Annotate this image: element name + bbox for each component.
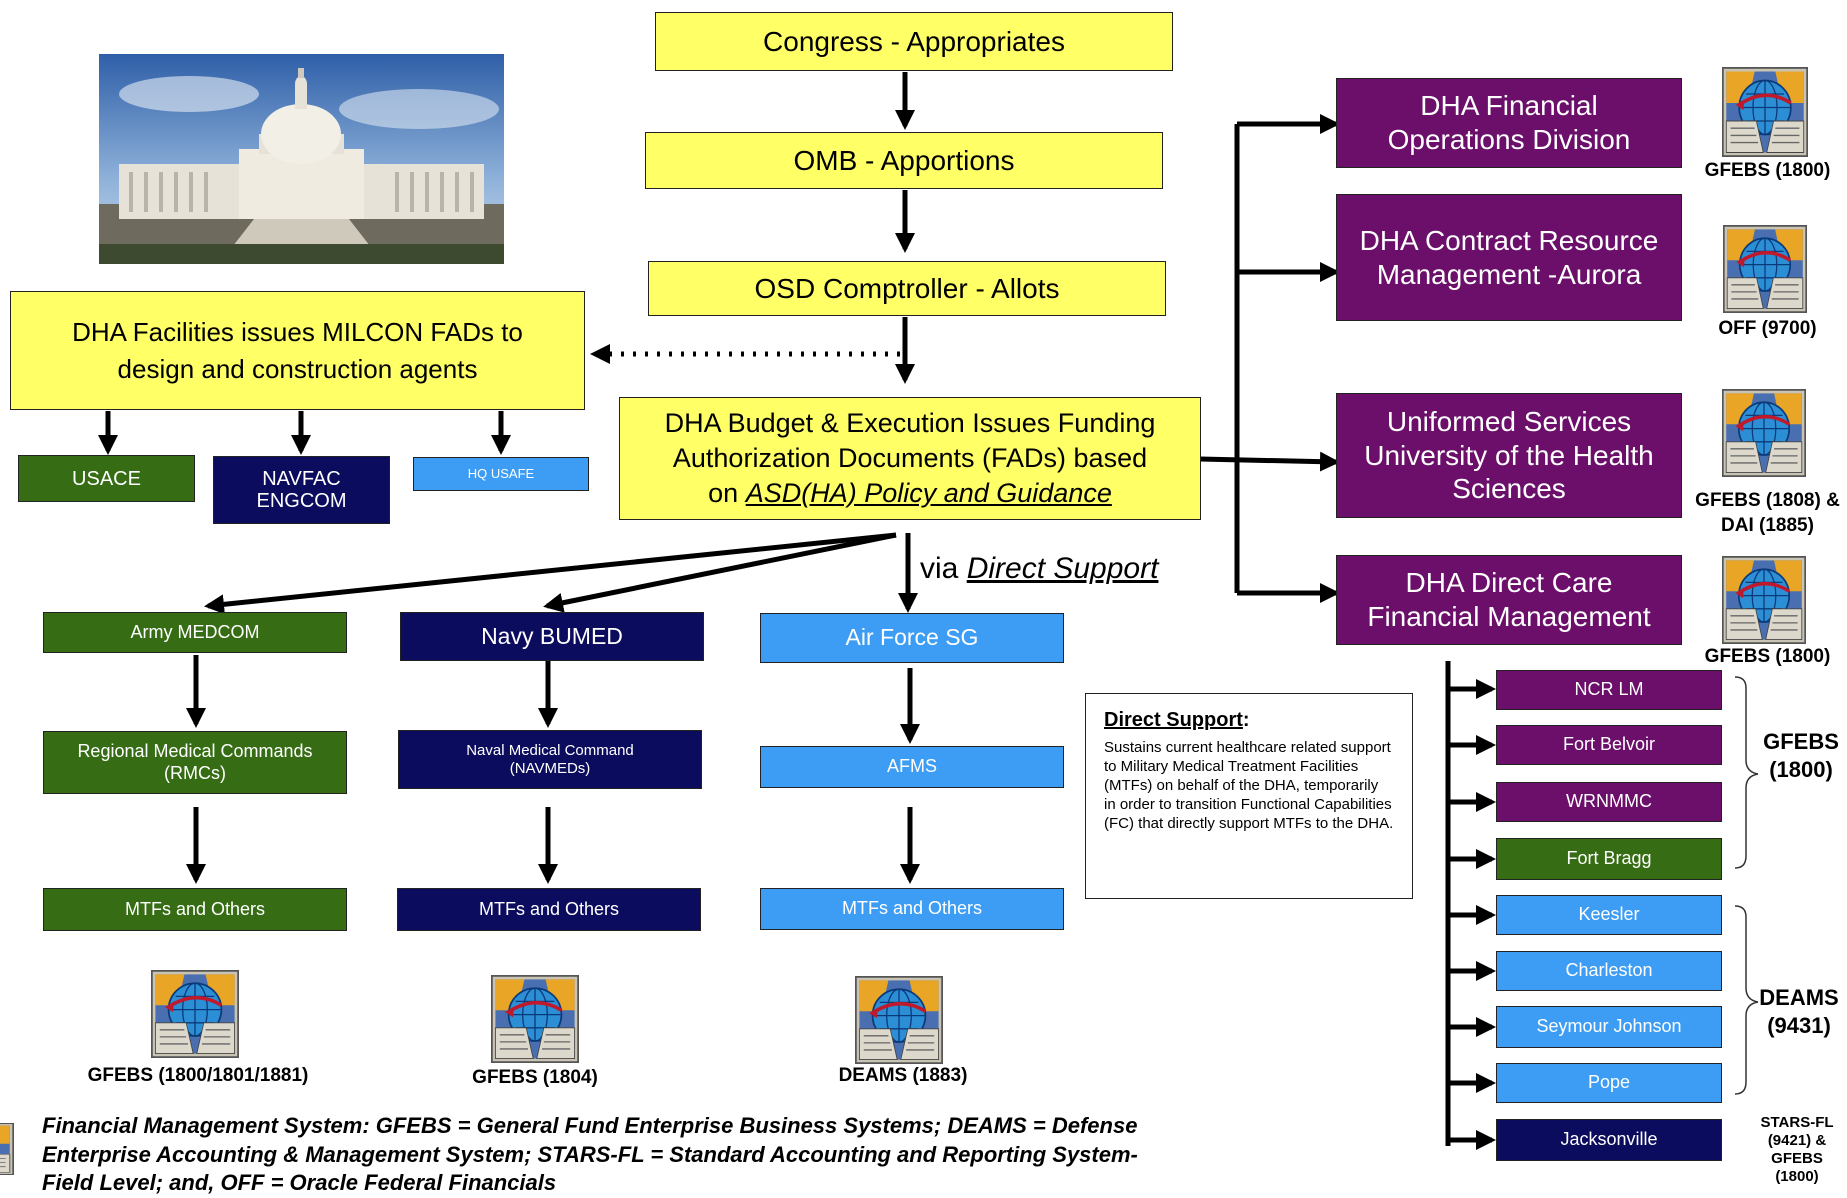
direct-support-title-colon: : — [1242, 709, 1250, 731]
direct-support-box: Direct Support: Sustains current healthc… — [1085, 693, 1413, 899]
dha-contract-resource-box: DHA Contract Resource Management -Aurora — [1336, 194, 1682, 321]
navy-navmed-label: Naval Medical Command (NAVMEDs) — [466, 742, 634, 777]
army-mtfs-box: MTFs and Others — [43, 888, 347, 931]
via-prefix: via — [920, 552, 967, 585]
direct-support-title: Direct Support: — [1104, 708, 1394, 734]
financial-system-logo-icon — [491, 975, 579, 1068]
navy-mtfs-label: MTFs and Others — [478, 898, 620, 919]
navfac-label: NAVFAC ENGCOM — [256, 468, 347, 512]
dha-direct-care-box: DHA Direct Care Financial Management — [1336, 555, 1682, 645]
army-rmc-label: Regional Medical Commands (RMCs) — [77, 740, 313, 783]
site-keesler: Keesler — [1496, 895, 1722, 935]
site-label: NCR LM — [1574, 679, 1644, 700]
site-label: WRNMMC — [1566, 791, 1652, 812]
army-rmc-box: Regional Medical Commands (RMCs) — [43, 731, 347, 794]
financial-system-logo-icon — [1722, 67, 1808, 162]
site-charleston: Charleston — [1496, 951, 1722, 991]
army-mtfs-label: MTFs and Others — [124, 898, 266, 919]
army-medcom-label: Army MEDCOM — [130, 621, 260, 642]
usace-label: USACE — [72, 467, 141, 490]
site-jacksonville: Jacksonville — [1496, 1119, 1722, 1161]
financial-system-logo-icon — [855, 976, 943, 1069]
dha-financial-operations-box: DHA Financial Operations Division — [1336, 78, 1682, 168]
financial-system-logo-icon — [151, 970, 239, 1063]
omb-apportions-box: OMB - Apportions — [645, 132, 1163, 189]
site-fort-belvoir: Fort Belvoir — [1496, 725, 1722, 765]
financial-system-logo-icon — [1723, 225, 1807, 318]
budget-line-3: on ASD(HA) Policy and Guidance — [708, 476, 1112, 511]
navfac-engcom-box: NAVFAC ENGCOM — [213, 456, 390, 524]
congress-appropriates-box: Congress - Appropriates — [655, 12, 1173, 71]
usuhs-system-label: GFEBS (1808) & DAI (1885) — [1695, 490, 1840, 536]
navy-mtfs-box: MTFs and Others — [397, 888, 701, 931]
financial-system-logo-icon — [1722, 389, 1806, 482]
budget-line-2: Authorization Documents (FADs) based — [672, 442, 1148, 473]
dha-contract-system-label: OFF (9700) — [1718, 318, 1817, 339]
army-medcom-box: Army MEDCOM — [43, 612, 347, 653]
navy-bumed-box: Navy BUMED — [400, 612, 704, 661]
asd-ha-policy-link[interactable]: ASD(HA) Policy and Guidance — [745, 478, 1112, 509]
usuhs-label: Uniformed Services University of the Hea… — [1364, 406, 1654, 505]
hq-usafe-box: HQ USAFE — [413, 457, 589, 491]
navy-bumed-label: Navy BUMED — [481, 622, 623, 649]
dha-facilities-box: DHA Facilities issues MILCON FADs to des… — [10, 291, 585, 410]
omb-label: OMB - Apportions — [793, 144, 1015, 176]
afms-box: AFMS — [760, 746, 1064, 788]
dha-budget-execution-box: DHA Budget & Execution Issues Funding Au… — [619, 397, 1201, 520]
site-label: Jacksonville — [1560, 1129, 1658, 1150]
site-ncr-lm: NCR LM — [1496, 670, 1722, 710]
usuhs-box: Uniformed Services University of the Hea… — [1336, 393, 1682, 518]
osd-comptroller-box: OSD Comptroller - Allots — [648, 261, 1166, 316]
site-label: Pope — [1587, 1072, 1631, 1093]
gfebs-group-label: GFEBS (1800) — [1763, 729, 1839, 782]
site-label: Charleston — [1565, 960, 1653, 981]
congress-label: Congress - Appropriates — [763, 25, 1065, 57]
dha-direct-care-system-label: GFEBS (1800) — [1704, 646, 1831, 667]
financial-system-logo-icon — [0, 1123, 14, 1180]
site-pope: Pope — [1496, 1063, 1722, 1103]
air-force-sg-box: Air Force SG — [760, 613, 1064, 663]
air-force-sg-label: Air Force SG — [845, 624, 979, 651]
site-seymour-johnson: Seymour Johnson — [1496, 1006, 1722, 1048]
via-direct-support-label: via Direct Support — [920, 552, 1158, 586]
navy-system-label: GFEBS (1804) — [472, 1067, 598, 1088]
budget-line-3-prefix: on — [708, 478, 746, 509]
facilities-label: DHA Facilities issues MILCON FADs to des… — [72, 317, 523, 384]
direct-support-title-text: Direct Support — [1104, 709, 1243, 731]
site-label: Keesler — [1578, 904, 1640, 925]
site-wrnmmc: WRNMMC — [1496, 782, 1722, 822]
dha-financial-operations-label: DHA Financial Operations Division — [1387, 90, 1631, 155]
dha-financial-system-label: GFEBS (1800) — [1704, 160, 1831, 181]
stars-group-label: STARS-FL (9421) & GFEBS (1800) — [1760, 1114, 1834, 1185]
site-label: Fort Belvoir — [1562, 734, 1656, 755]
air-force-system-label: DEAMS (1883) — [838, 1065, 968, 1086]
site-label: Fort Bragg — [1566, 848, 1652, 869]
usace-box: USACE — [18, 455, 195, 502]
direct-support-body: Sustains current healthcare related supp… — [1104, 738, 1394, 833]
site-label: Seymour Johnson — [1536, 1016, 1682, 1037]
air-force-mtfs-box: MTFs and Others — [760, 888, 1064, 930]
direct-support-link[interactable]: Direct Support — [966, 552, 1159, 585]
afms-label: AFMS — [886, 756, 937, 777]
navy-navmed-box: Naval Medical Command (NAVMEDs) — [398, 730, 702, 789]
capitol-building-image — [99, 54, 504, 264]
site-fort-bragg: Fort Bragg — [1496, 838, 1722, 880]
hq-usafe-label: HQ USAFE — [467, 466, 535, 482]
dha-contract-resource-label: DHA Contract Resource Management -Aurora — [1359, 224, 1659, 290]
osd-label: OSD Comptroller - Allots — [754, 272, 1060, 304]
air-force-mtfs-label: MTFs and Others — [841, 898, 983, 919]
deams-group-label: DEAMS (9431) — [1759, 985, 1839, 1038]
army-system-label: GFEBS (1800/1801/1881) — [87, 1065, 309, 1086]
dha-direct-care-label: DHA Direct Care Financial Management — [1367, 567, 1651, 632]
financial-management-footnote: Financial Management System: GFEBS = Gen… — [42, 1113, 1138, 1196]
financial-system-logo-icon — [1722, 556, 1806, 649]
budget-line-1: DHA Budget & Execution Issues Funding — [664, 407, 1156, 438]
